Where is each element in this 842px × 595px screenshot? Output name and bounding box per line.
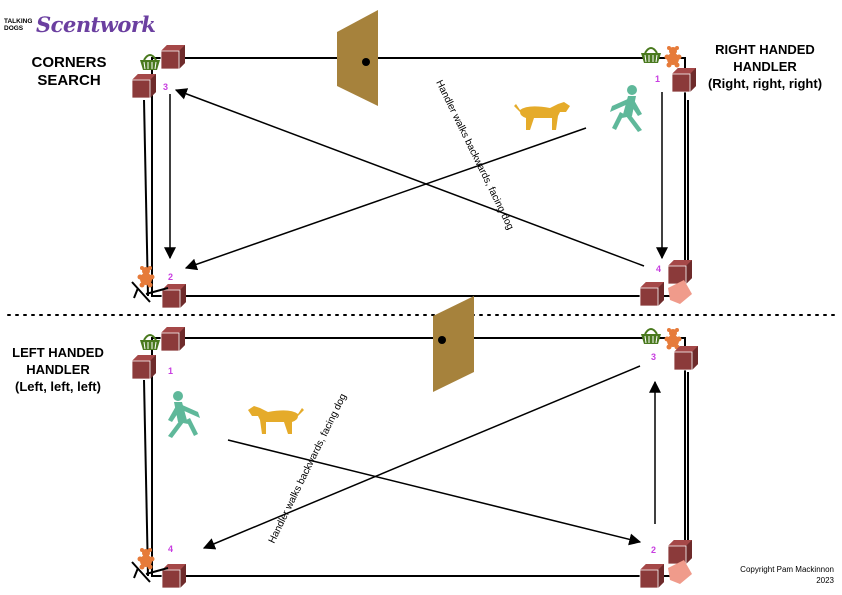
path-arrow [227, 439, 642, 546]
right-label-line1: RIGHT HANDED [715, 42, 815, 57]
right-label-line3: (Right, right, right) [707, 76, 823, 91]
door [337, 10, 378, 106]
cardboard-box-icon [671, 67, 697, 93]
basket-icon [640, 328, 662, 345]
dog-icon [248, 406, 304, 434]
left-handed-diagram: 1 3 4 2 Handler walks backwards, facing … [131, 296, 699, 589]
dog-icon [514, 102, 570, 130]
path-arrow [184, 127, 587, 271]
corner-number: 4 [168, 544, 173, 554]
twig-icon [131, 281, 169, 303]
cardboard-box-icon [161, 283, 187, 309]
handler-annotation: Handler walks backwards, facing dog [433, 78, 515, 231]
page-title: CORNERS SEARCH [31, 54, 107, 89]
right-label-line2: HANDLER [733, 59, 797, 74]
cardboard-box-icon [673, 345, 699, 371]
corner-number: 2 [168, 272, 173, 282]
search-area-boundary [151, 57, 686, 297]
toy-icon [668, 280, 692, 304]
teddy-toy-icon [664, 46, 682, 68]
twig-icon [131, 561, 169, 583]
left-label-line2: HANDLER [26, 362, 90, 377]
path-arrow [174, 88, 645, 267]
cardboard-box-icon [160, 44, 186, 70]
teddy-toy-icon [664, 328, 682, 350]
talking-dogs-scentwork-logo: TALKING DOGS Scentwork [4, 12, 156, 37]
cardboard-box-icon [161, 563, 187, 589]
handler-icon [168, 391, 200, 438]
left-handed-label: LEFT HANDED HANDLER (Left, left, left) [8, 344, 108, 395]
cardboard-box-icon [131, 354, 157, 380]
left-label-line3: (Left, left, left) [15, 379, 101, 394]
left-label-line1: LEFT HANDED [12, 345, 104, 360]
corner-number: 1 [655, 74, 660, 84]
cardboard-box-icon [639, 281, 665, 307]
copyright-line2: 2023 [816, 576, 834, 585]
cardboard-box-icon [667, 539, 693, 565]
cardboard-box-icon [131, 73, 157, 99]
corner-number: 3 [163, 82, 168, 92]
door [433, 296, 474, 392]
corner-number: 1 [168, 366, 173, 376]
corner-number: 2 [651, 545, 656, 555]
cardboard-box-icon [667, 259, 693, 285]
logo-small-text: TALKING DOGS [4, 17, 33, 32]
handler-icon [610, 85, 642, 132]
cardboard-box-icon [639, 563, 665, 589]
toy-icon [668, 560, 692, 584]
path-arrow [202, 365, 641, 550]
cardboard-box-icon [160, 326, 186, 352]
copyright-line1: Copyright Pam Mackinnon [740, 565, 834, 574]
basket-icon [640, 47, 662, 64]
right-handed-diagram: 3 1 2 4 Handler walks backwards, facing … [131, 10, 697, 309]
corner-number: 4 [656, 264, 661, 274]
search-area-boundary [151, 337, 686, 577]
copyright-notice: Copyright Pam Mackinnon 2023 [716, 564, 834, 586]
logo-brand-text: Scentwork [36, 12, 156, 37]
corner-number: 3 [651, 352, 656, 362]
right-handed-label: RIGHT HANDED HANDLER (Right, right, righ… [702, 41, 828, 92]
